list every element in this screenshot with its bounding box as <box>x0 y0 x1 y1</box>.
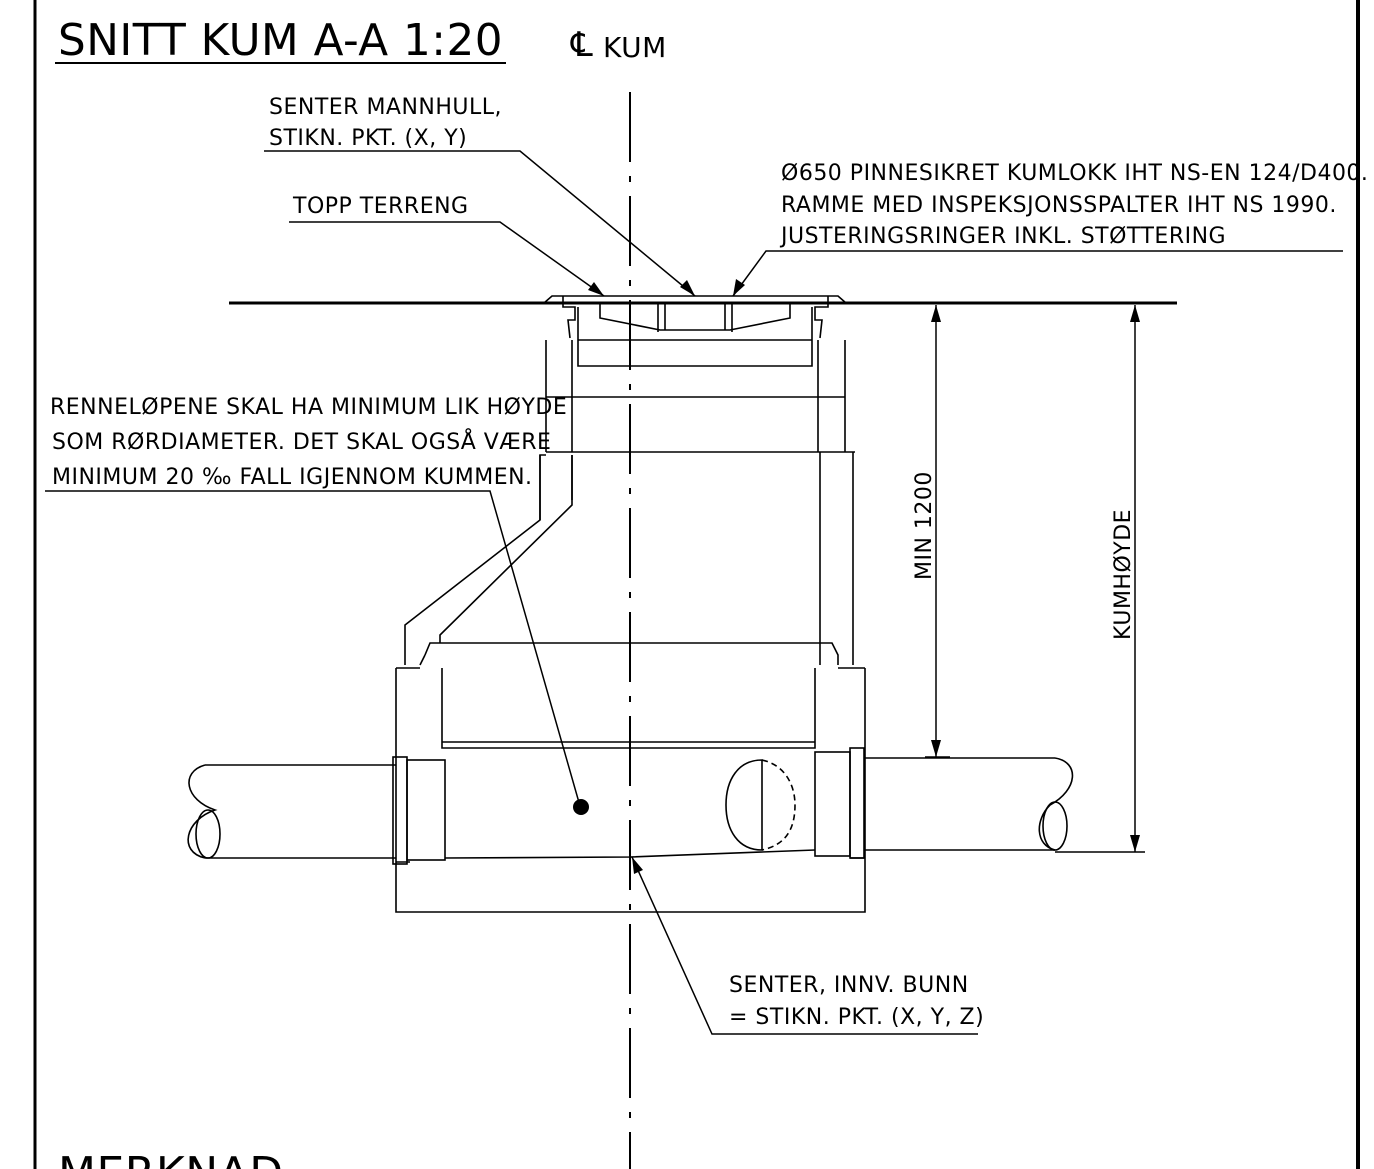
manhole-cover <box>543 295 847 367</box>
footer-heading-merknad: MERKNAD <box>58 1148 284 1169</box>
dimension-kumhoyde-label: KUMHØYDE <box>1111 509 1136 640</box>
dimension-min-1200-label: MIN 1200 <box>912 471 937 580</box>
leader-senter-bunn <box>631 856 978 1035</box>
leader-topp-terreng <box>289 221 605 297</box>
leader-rennelopene <box>45 490 581 807</box>
label-senter-bunn-line1: SENTER, INNV. BUNN <box>729 973 969 998</box>
centerline-symbol: ℄ <box>570 25 593 65</box>
label-senter-mannhull-line1: SENTER MANNHULL, <box>269 95 502 120</box>
label-kumlokk-line3: JUSTERINGSRINGER INKL. STØTTERING <box>779 224 1226 249</box>
label-kumlokk-line2: RAMME MED INSPEKSJONSSPALTER IHT NS 1990… <box>781 193 1337 218</box>
manhole-cone <box>404 452 839 666</box>
dimension-min-1200 <box>925 305 950 758</box>
leader-dot-rennelopene <box>573 799 589 815</box>
label-senter-bunn-line2: = STIKN. PKT. (X, Y, Z) <box>729 1005 984 1030</box>
arrowhead-topp-terreng <box>588 282 604 296</box>
label-topp-terreng: TOPP TERRENG <box>292 194 469 219</box>
arrowhead-senter-mannhull <box>680 280 695 296</box>
arrowhead-kumlokk <box>733 279 745 296</box>
label-rennelopene-line3: MINIMUM 20 ‰ FALL IGJENNOM KUMMEN. <box>52 465 533 490</box>
inlet-pipe <box>187 756 446 865</box>
dimension-kumhoyde <box>1055 305 1145 853</box>
label-kumlokk-line1: Ø650 PINNESIKRET KUMLOKK IHT NS-EN 124/D… <box>781 161 1368 186</box>
adjustment-rings <box>539 340 855 665</box>
centerline-label: KUM <box>603 31 667 64</box>
label-rennelopene-line1: RENNELØPENE SKAL HA MINIMUM LIK HØYDE <box>50 395 567 420</box>
drawing-title: SNITT KUM A-A 1:20 <box>58 15 503 66</box>
label-senter-mannhull-line2: STIKN. PKT. (X, Y) <box>269 126 467 151</box>
outlet-pipe <box>814 747 1074 859</box>
leader-senter-mannhull <box>264 150 696 297</box>
label-rennelopene-line2: SOM RØRDIAMETER. DET SKAL OGSÅ VÆRE <box>52 428 551 455</box>
leader-kumlokk <box>732 250 1343 297</box>
channel-section <box>725 759 796 851</box>
arrowhead-senter-bunn <box>632 857 643 874</box>
